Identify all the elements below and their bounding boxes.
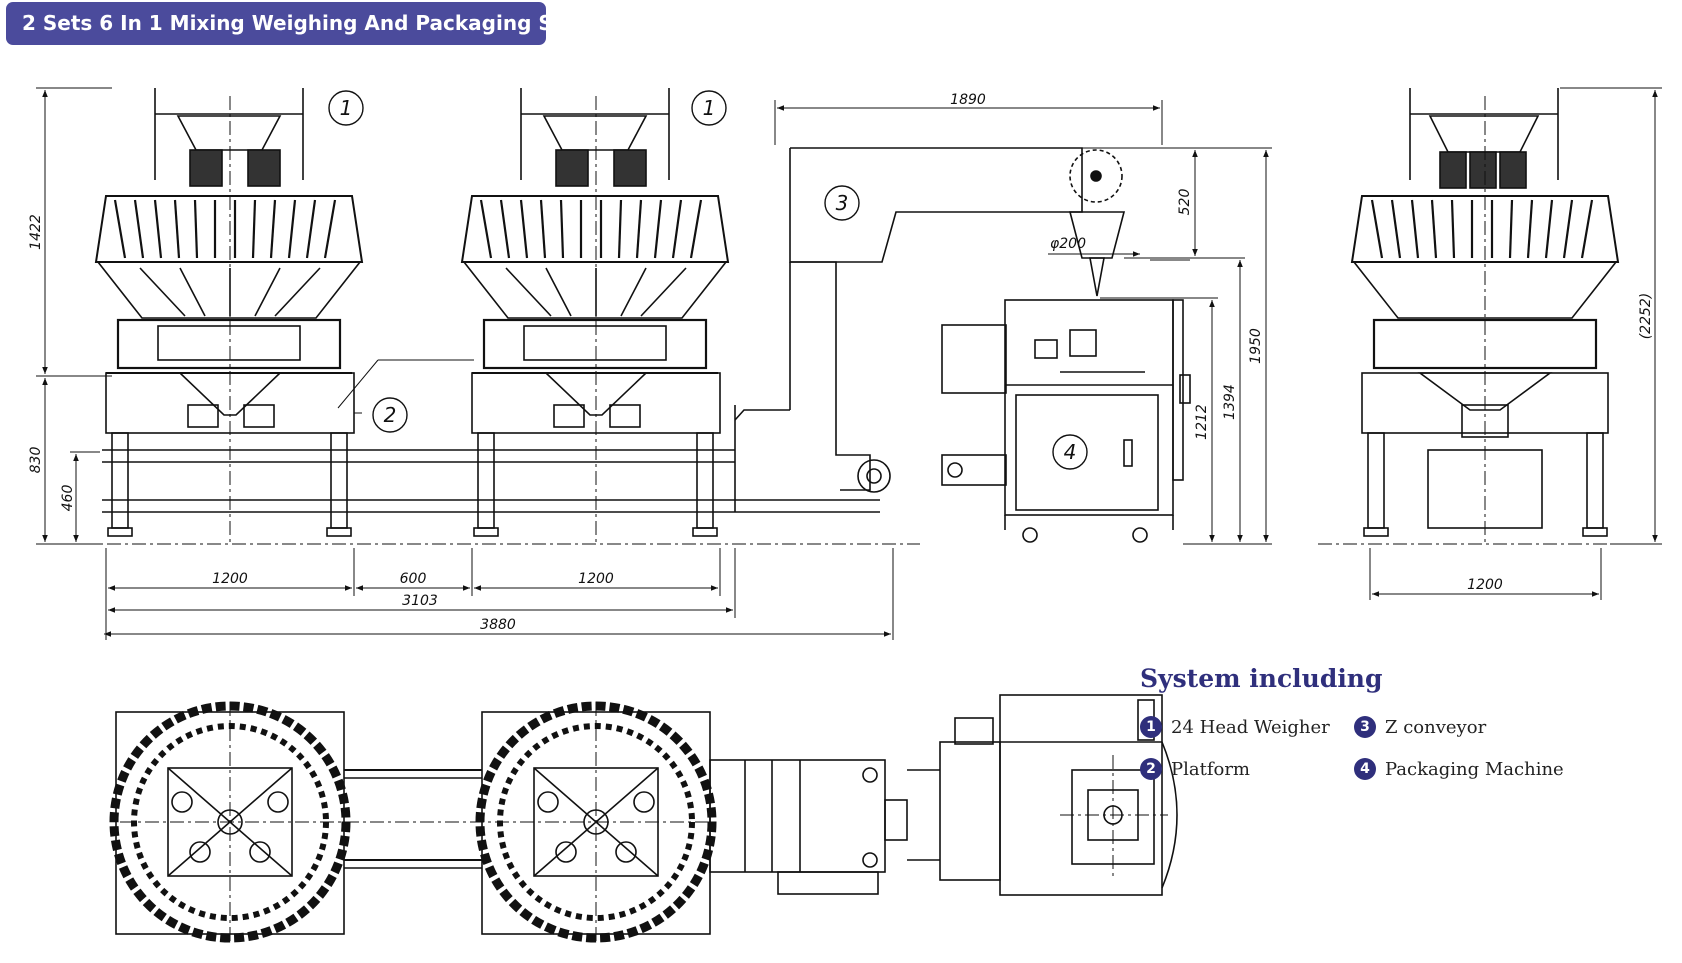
legend-heading: System including: [1140, 664, 1383, 693]
dim-side-width: 1200: [1467, 577, 1503, 593]
top-view: [109, 694, 1178, 943]
dim-hopper-diameter: φ200: [1050, 236, 1086, 252]
dim-inlet-height: 1394: [1222, 384, 1238, 420]
dim-hopper-height: 520: [1177, 189, 1193, 216]
legend-item-1: 1 24 Head Weigher: [1140, 716, 1330, 738]
dim-gap: 600: [400, 571, 427, 587]
dim-weigher-width-2: 1200: [578, 571, 614, 587]
center-lines: [82, 96, 1658, 944]
weigher-front-1: [94, 88, 364, 428]
dim-discharge-height: 1950: [1248, 328, 1264, 364]
legend-label-4: Packaging Machine: [1385, 758, 1564, 780]
legend-label-2: Platform: [1171, 758, 1251, 780]
dim-platform-height: 830: [28, 447, 44, 474]
legend-badge-1: 1: [1140, 716, 1162, 738]
legend-item-3: 3 Z conveyor: [1354, 716, 1486, 738]
legend-item-4: 4 Packaging Machine: [1354, 758, 1564, 780]
packaging-machine-front: [941, 299, 1191, 543]
legend-badge-4: 4: [1354, 758, 1376, 780]
legend-badge-2: 2: [1140, 758, 1162, 780]
callout-1-a: 1: [340, 96, 353, 120]
dim-overall-length: 3880: [480, 617, 516, 633]
dim-conveyor-length: 1890: [950, 92, 986, 108]
legend-label-1: 24 Head Weigher: [1171, 716, 1330, 738]
callout-3: 3: [836, 191, 849, 215]
legend-badge-3: 3: [1354, 716, 1376, 738]
dim-platform-length: 3103: [402, 593, 438, 609]
callout-1-b: 1: [703, 96, 716, 120]
weigher-side-view: [1350, 88, 1620, 537]
legend-item-2: 2 Platform: [1140, 758, 1250, 780]
weigher-front-2: [460, 88, 730, 428]
dim-weigher-height: 1422: [28, 214, 44, 250]
legend: System including 1 24 Head Weigher 2 Pla…: [1136, 660, 1676, 820]
dim-weigher-width-1: 1200: [212, 571, 248, 587]
title-banner: 2 Sets 6 In 1 Mixing Weighing And Packag…: [6, 2, 622, 45]
callout-2: 2: [384, 403, 397, 427]
callout-4: 4: [1064, 440, 1077, 464]
dim-machine-height: 1212: [1194, 404, 1210, 440]
legend-label-3: Z conveyor: [1385, 716, 1487, 738]
dim-side-height: (2252): [1638, 293, 1654, 340]
base-frame: [102, 405, 880, 513]
dim-frame-height: 460: [60, 485, 76, 512]
